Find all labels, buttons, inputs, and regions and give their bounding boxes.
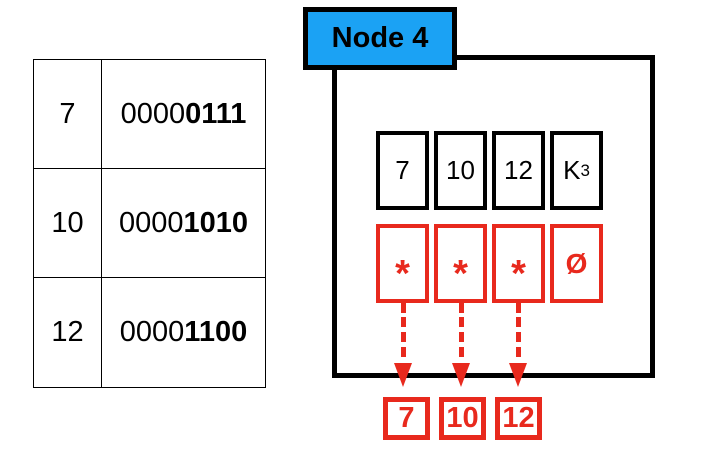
node-title-badge: Node 4	[303, 7, 457, 70]
pointer-arrow	[394, 303, 412, 387]
key-value-cell: 12	[34, 278, 102, 387]
leaf-box: 10	[439, 397, 486, 440]
leaf-box: 7	[383, 397, 430, 440]
arrow-head-icon	[509, 363, 527, 387]
binary-prefix: 0000	[118, 206, 184, 239]
node-title: Node 4	[331, 22, 429, 54]
leaf-box: 12	[495, 397, 542, 440]
key-value-cell: 7	[34, 60, 102, 169]
node-outline	[332, 55, 655, 378]
pointer-star: *	[395, 252, 410, 295]
binary-suffix: 1010	[183, 206, 249, 239]
key-cell: 10	[434, 131, 487, 210]
arrow-dashed-line	[401, 317, 406, 361]
pointer-arrow	[509, 303, 527, 387]
null-pointer-cell: Ø	[550, 224, 603, 303]
empty-set-icon: Ø	[565, 247, 588, 279]
pointer-cell: *	[434, 224, 487, 303]
key-value-cell: 10	[34, 169, 102, 278]
arrow-stub	[516, 303, 521, 313]
arrow-dashed-line	[459, 317, 464, 361]
binary-prefix: 0000	[120, 97, 186, 130]
pointer-cell: *	[376, 224, 429, 303]
arrow-head-icon	[452, 363, 470, 387]
binary-suffix: 0111	[185, 97, 247, 130]
arrow-stub	[401, 303, 406, 313]
pointer-star: *	[453, 252, 468, 295]
pointer-cell: *	[492, 224, 545, 303]
key-capacity-base: K	[563, 155, 581, 185]
key-cell: 7	[376, 131, 429, 210]
arrow-head-icon	[394, 363, 412, 387]
arrow-dashed-line	[516, 317, 521, 361]
key-cell: 12	[492, 131, 545, 210]
pointer-star: *	[511, 252, 526, 295]
pointer-arrow	[452, 303, 470, 387]
pointers-row: * * * Ø	[376, 224, 603, 303]
binary-suffix: 1100	[184, 316, 248, 348]
arrow-stub	[459, 303, 464, 313]
binary-prefix: 0000	[119, 316, 185, 348]
